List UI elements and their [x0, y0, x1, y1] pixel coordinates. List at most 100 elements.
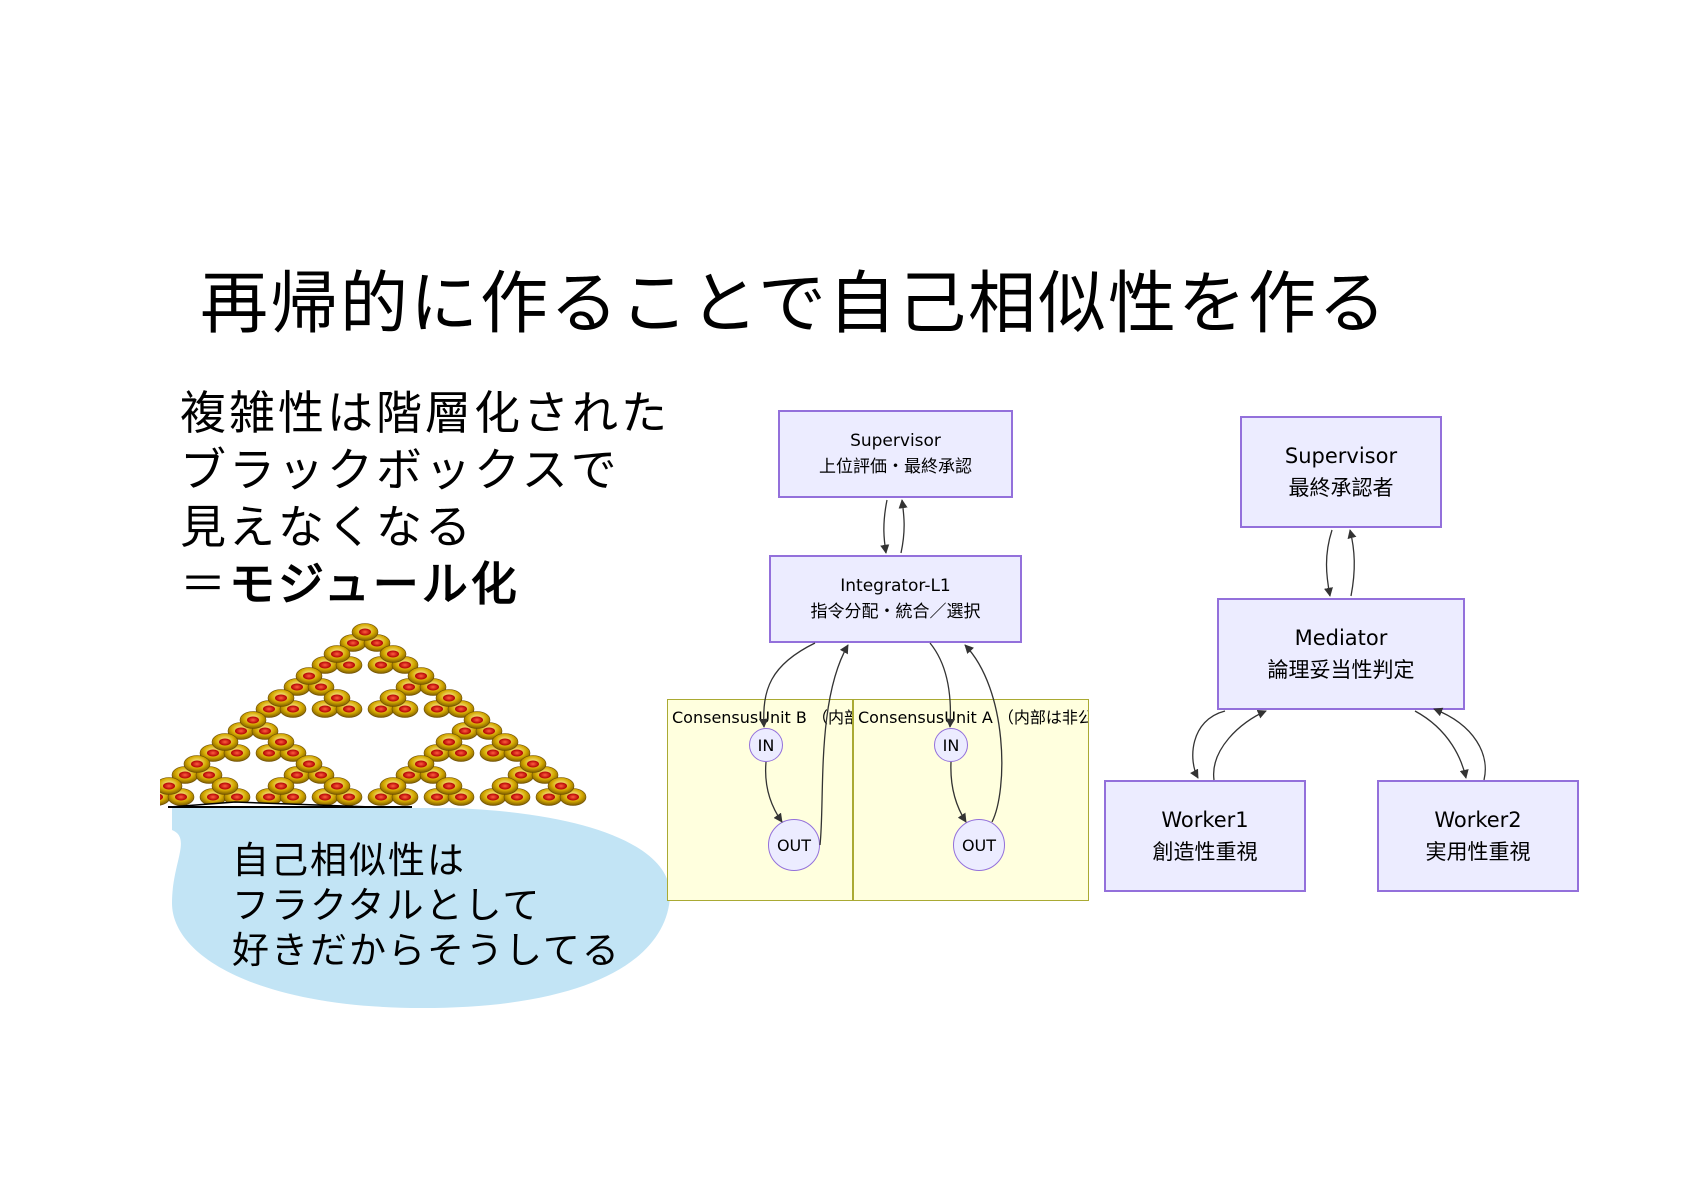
- fractal-cell-inner: [455, 705, 467, 713]
- mediator-role: 論理妥当性判定: [1267, 658, 1415, 682]
- fractal-cell-inner: [315, 683, 327, 691]
- fractal-cell-inner: [427, 771, 439, 779]
- fractal-cell-inner: [343, 793, 355, 801]
- node-in-a: IN: [934, 728, 968, 762]
- worker2-role: 実用性重視: [1425, 840, 1531, 864]
- supervisor-left-name: Supervisor: [850, 431, 941, 451]
- node-worker2: Worker2 実用性重視: [1377, 780, 1579, 892]
- sierpinski-fractal-illustration: [160, 623, 587, 808]
- fractal-cell-inner: [443, 694, 455, 702]
- lead-line-4: ＝モジュール化: [180, 556, 670, 613]
- edge-in-a-to-out-a: [950, 761, 967, 823]
- fractal-cell-inner: [387, 694, 399, 702]
- fractal-cell-inner: [443, 738, 455, 746]
- integrator-name: Integrator-L1: [840, 576, 951, 596]
- edge-out-a-to-integrator: [964, 644, 1003, 823]
- fractal-cell-inner: [263, 705, 275, 713]
- fractal-cell-inner: [331, 694, 343, 702]
- fractal-cell-inner: [415, 672, 427, 680]
- fractal-cell-inner: [487, 793, 499, 801]
- node-integrator-l1: Integrator-L1 指令分配・統合／選択: [769, 555, 1022, 643]
- fractal-cell-inner: [231, 793, 243, 801]
- edge-out-b-to-integrator: [819, 644, 849, 846]
- node-worker1: Worker1 創造性重視: [1104, 780, 1306, 892]
- fractal-cell-inner: [287, 793, 299, 801]
- fractal-cell-inner: [483, 727, 495, 735]
- fractal-cell-inner: [331, 650, 343, 658]
- edge-worker1-to-mediator: [1213, 710, 1267, 781]
- fractal-cell-inner: [431, 705, 443, 713]
- speech-bubble-shape: [172, 808, 671, 1008]
- fractal-cell-inner: [219, 782, 231, 790]
- speech-bubble-text: 自己相似性は フラクタルとして 好きだからそうしてる: [232, 838, 621, 973]
- lead-line-2: ブラックボックスで: [180, 443, 620, 497]
- edge-supervisor-to-mediator: [1323, 529, 1333, 597]
- edge-integrator-to-supervisor: [898, 499, 908, 554]
- fractal-cell-inner: [455, 749, 467, 757]
- fractal-cell-inner: [163, 782, 175, 790]
- edge-supervisor-to-integrator: [880, 499, 890, 554]
- fractal-cell-inner: [415, 760, 427, 768]
- node-mediator: Mediator 論理妥当性判定: [1217, 598, 1465, 710]
- fractal-cell-inner: [263, 793, 275, 801]
- fractal-cell-inner: [219, 738, 231, 746]
- edge-mediator-to-worker1: [1190, 710, 1226, 779]
- fractal-cell-inner: [303, 760, 315, 768]
- fractal-cell-inner: [179, 771, 191, 779]
- lead-emphasis: モジュール化: [229, 557, 520, 611]
- lead-prefix: ＝: [180, 557, 229, 611]
- edge-mediator-to-worker2: [1414, 710, 1469, 779]
- slide-title: 再帰的に作ることで自己相似性を作る: [200, 265, 1388, 344]
- fractal-cell-inner: [315, 771, 327, 779]
- fractal-cell-inner: [499, 738, 511, 746]
- fractal-cell-inner: [515, 771, 527, 779]
- bubble-line-3: 好きだからそうしてる: [232, 929, 621, 972]
- fractal-cell-inner: [259, 727, 271, 735]
- cluster-b-label: ConsensusUnit B （内部は非公開）: [672, 708, 852, 727]
- fractal-cell-inner: [191, 760, 203, 768]
- cluster-a-label: ConsensusUnit A （内部は非公開）: [858, 708, 1088, 727]
- supervisor-left-role: 上位評価・最終承認: [819, 457, 972, 477]
- node-supervisor-right: Supervisor 最終承認者: [1240, 416, 1442, 528]
- bubble-line-2: フラクタルとして: [232, 884, 542, 927]
- edge-in-b-to-out-b: [764, 761, 783, 823]
- fractal-cell-inner: [319, 793, 331, 801]
- fractal-cell-inner: [427, 683, 439, 691]
- speech-bubble: [172, 808, 671, 1008]
- supervisor-right-role: 最終承認者: [1288, 476, 1394, 500]
- fractal-cell-inner: [275, 738, 287, 746]
- fractal-cell-inner: [207, 749, 219, 757]
- fractal-cell-inner: [319, 661, 331, 669]
- fractal-cell-inner: [303, 672, 315, 680]
- lead-line-1: 複雑性は階層化された: [180, 386, 670, 440]
- fractal-cell-inner: [375, 661, 387, 669]
- fractal-cell-inner: [287, 749, 299, 757]
- fractal-cell-inner: [343, 661, 355, 669]
- fractal-cell-inner: [359, 628, 371, 636]
- fractal-cell-inner: [175, 793, 187, 801]
- fractal-cell-inner: [431, 749, 443, 757]
- fractal-cell-inner: [319, 705, 331, 713]
- fractal-cell-inner: [499, 782, 511, 790]
- mediator-name: Mediator: [1294, 626, 1388, 650]
- fractal-cell-inner: [207, 793, 219, 801]
- fractal-cell-inner: [471, 716, 483, 724]
- fractal-cell-inner: [263, 749, 275, 757]
- fractal-cell-inner: [375, 793, 387, 801]
- fractal-cell-inner: [343, 705, 355, 713]
- fractal-cell-inner: [459, 727, 471, 735]
- fractal-cell-inner: [487, 749, 499, 757]
- node-supervisor-left: Supervisor 上位評価・最終承認: [778, 410, 1013, 498]
- fractal-cell-inner: [399, 793, 411, 801]
- fractal-cell-inner: [403, 683, 415, 691]
- edge-mediator-to-supervisor: [1347, 529, 1357, 597]
- node-out-b: OUT: [768, 819, 820, 871]
- edge-worker2-to-mediator: [1433, 707, 1486, 781]
- node-in-b: IN: [749, 728, 783, 762]
- fractal-cell-inner: [387, 782, 399, 790]
- fractal-cell-inner: [275, 694, 287, 702]
- fractal-cell-inner: [403, 771, 415, 779]
- fractal-cell-inner: [443, 782, 455, 790]
- fractal-cells: [160, 623, 587, 806]
